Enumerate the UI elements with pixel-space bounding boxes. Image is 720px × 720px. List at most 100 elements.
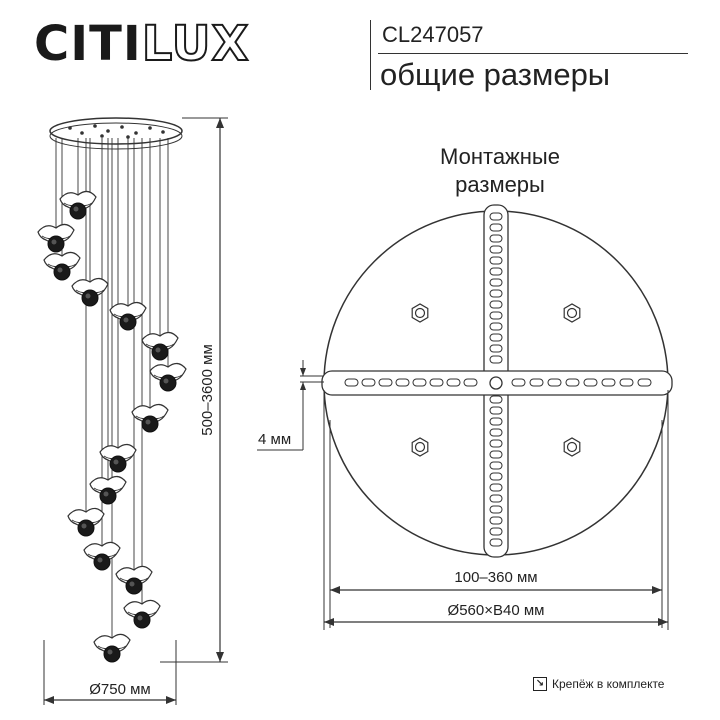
rail-slot bbox=[489, 333, 503, 342]
chandelier-drawing bbox=[37, 117, 187, 663]
pendant-bulb-highlight bbox=[163, 378, 169, 384]
canopy-dot bbox=[93, 124, 97, 128]
canopy-dot bbox=[100, 134, 104, 138]
rail-slot bbox=[489, 483, 503, 492]
pendant-wires bbox=[55, 138, 169, 638]
rail-slot bbox=[489, 439, 503, 448]
rail-slot bbox=[489, 355, 503, 364]
canopy-dimension: Ø560×В40 мм bbox=[323, 390, 669, 630]
rail-slot bbox=[463, 378, 478, 387]
rail-slot bbox=[489, 212, 503, 221]
mounting-title-line1: Монтажные bbox=[440, 144, 560, 169]
mounting-plate-drawing bbox=[321, 204, 673, 558]
rail-gap-dimension: 4 мм bbox=[257, 360, 324, 451]
rail-slot bbox=[529, 378, 544, 387]
rail-slot bbox=[412, 378, 427, 387]
pendant-bulb bbox=[125, 577, 143, 595]
hardware-kit-icon: ↘ bbox=[533, 677, 547, 691]
pendant-bulb-highlight bbox=[123, 317, 129, 323]
rail-slot bbox=[489, 538, 503, 547]
pendant-bulb-highlight bbox=[57, 267, 63, 273]
pendant-bulb bbox=[119, 313, 137, 331]
chandelier-canopy-rim bbox=[49, 122, 183, 150]
rail-slots bbox=[344, 212, 652, 547]
pendant-bulb bbox=[93, 553, 111, 571]
canopy-label: Ø560×В40 мм bbox=[448, 602, 545, 619]
page-subtitle: общие размеры bbox=[380, 57, 611, 92]
rail-slot bbox=[489, 344, 503, 353]
model-number: CL247057 bbox=[382, 22, 484, 47]
pendant-bulb-highlight bbox=[51, 239, 57, 245]
rail-slot bbox=[489, 256, 503, 265]
mounting-title-line2: размеры bbox=[455, 172, 545, 197]
rail-slot bbox=[489, 505, 503, 514]
brand-logo: CITILUX bbox=[34, 19, 250, 69]
pendant-bulb bbox=[133, 611, 151, 629]
rail-slot bbox=[489, 428, 503, 437]
rail-slot bbox=[489, 322, 503, 331]
mounting-nuts bbox=[411, 303, 581, 457]
height-dimension: 500–3600 мм bbox=[160, 117, 228, 663]
canopy-dot bbox=[80, 131, 84, 135]
pendant-bulb-highlight bbox=[129, 581, 135, 587]
pendant-bulb bbox=[151, 343, 169, 361]
pendant-bulb bbox=[77, 519, 95, 537]
rail-slot bbox=[489, 472, 503, 481]
rail-slot bbox=[489, 223, 503, 232]
pendant-bulb-highlight bbox=[81, 523, 87, 529]
mounting-title: Монтажные размеры bbox=[410, 143, 590, 199]
pendant-bulb bbox=[141, 415, 159, 433]
canopy-dot bbox=[120, 125, 124, 129]
rail-slot bbox=[583, 378, 598, 387]
mounting-nut-hole bbox=[566, 307, 578, 319]
pendant-bulb-highlight bbox=[107, 649, 113, 655]
rail-slot bbox=[489, 527, 503, 536]
rail-slot bbox=[489, 311, 503, 320]
canopy-dot bbox=[134, 131, 138, 135]
pendant-bulb bbox=[159, 374, 177, 392]
diameter-dimension: Ø750 мм bbox=[43, 640, 177, 705]
rail-slot bbox=[489, 516, 503, 525]
rail-center-hole bbox=[489, 376, 503, 390]
canopy-dot bbox=[106, 129, 110, 133]
brand-logo-right: LUX bbox=[141, 16, 250, 72]
rail-slot bbox=[489, 245, 503, 254]
rail-slot bbox=[547, 378, 562, 387]
canopy-dot bbox=[68, 126, 72, 130]
rail-slot bbox=[511, 378, 526, 387]
mount-span-label: 100–360 мм bbox=[454, 569, 537, 586]
canopy-dot bbox=[126, 135, 130, 139]
rail-slot bbox=[489, 267, 503, 276]
pendant-bulb bbox=[99, 487, 117, 505]
canopy-dot bbox=[161, 130, 165, 134]
footer-note: ↘ Крепёж в комплекте bbox=[533, 677, 664, 691]
rail-slot bbox=[395, 378, 410, 387]
rail-slot bbox=[565, 378, 580, 387]
rail-slot bbox=[361, 378, 376, 387]
mounting-nut-hole bbox=[414, 441, 426, 453]
pendant-bulb-highlight bbox=[155, 347, 161, 353]
pendant-bulb bbox=[47, 235, 65, 253]
mounting-nut-hole bbox=[414, 307, 426, 319]
height-label: 500–3600 мм bbox=[199, 344, 216, 436]
header-divider-vertical bbox=[370, 20, 371, 90]
pendant-bulb-highlight bbox=[85, 293, 91, 299]
footer-note-text: Крепёж в комплекте bbox=[552, 677, 665, 691]
canopy-dot bbox=[148, 126, 152, 130]
pendant-bulb bbox=[103, 645, 121, 663]
pendant-bulb-highlight bbox=[103, 491, 109, 497]
rail-slot bbox=[378, 378, 393, 387]
diameter-label: Ø750 мм bbox=[89, 681, 151, 698]
canopy-mount-dots bbox=[68, 124, 165, 139]
rail-slot bbox=[446, 378, 461, 387]
pendant-bulb-highlight bbox=[97, 557, 103, 563]
rail-slot bbox=[489, 395, 503, 404]
rail-slot bbox=[489, 278, 503, 287]
rail-slot bbox=[619, 378, 634, 387]
rail-slot bbox=[489, 406, 503, 415]
rail-slot bbox=[489, 461, 503, 470]
brand-logo-left: CITI bbox=[34, 16, 142, 72]
pendant-bulb bbox=[81, 289, 99, 307]
rail-slot bbox=[489, 450, 503, 459]
